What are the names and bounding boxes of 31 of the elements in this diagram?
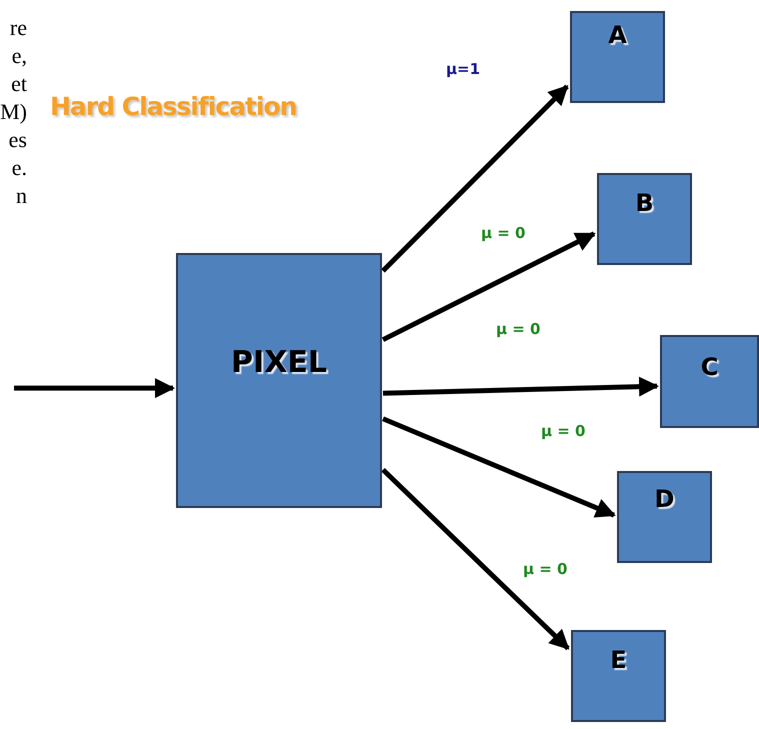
class-box [617,471,712,563]
edge-label: μ = 0 [495,320,542,338]
node-label: A [608,21,627,49]
cut-off-text: et [11,70,27,98]
edge-label: μ = 0 [480,224,526,242]
node-label: C [700,353,718,381]
node-label: B [635,189,654,217]
arrow [381,84,569,273]
edge-label: μ = 0 [540,422,586,440]
cut-off-text: es [8,126,27,154]
cut-off-text: n [16,182,27,210]
arrow [382,416,616,518]
class-box [571,630,666,722]
arrow [14,378,175,398]
arrow [382,376,659,397]
class-box [570,11,665,103]
diagram-title: Hard Classification [50,92,296,121]
process-box [176,253,382,508]
node-label: E [610,646,627,674]
arrow [381,468,570,650]
cut-off-text: e, [12,42,27,70]
edge-label: μ=1 [445,60,482,78]
class-box [597,173,692,265]
class-box [660,335,759,428]
cut-off-text: e. [12,154,27,182]
cut-off-text: re [10,14,27,42]
node-label: PIXEL [231,345,327,380]
arrow [382,231,596,342]
node-label: D [654,485,674,513]
cut-off-text: M) [0,98,27,126]
edge-label: μ = 0 [522,560,568,578]
